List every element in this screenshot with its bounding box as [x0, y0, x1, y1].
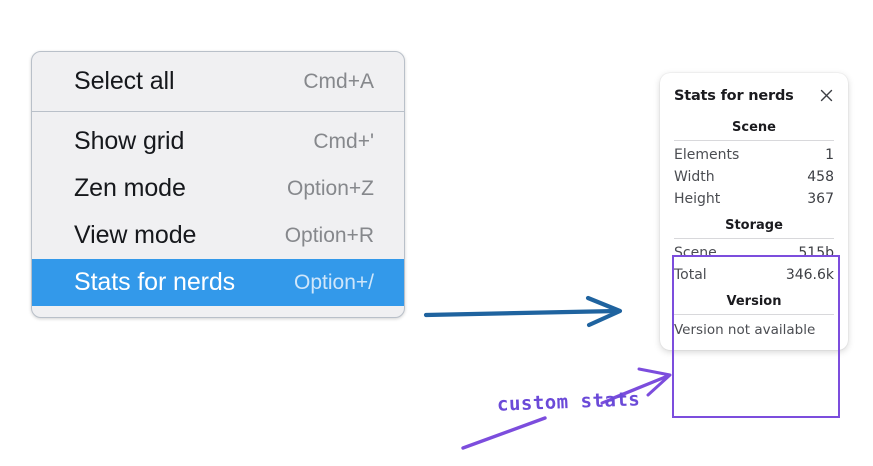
stat-label: Total	[674, 267, 707, 283]
stats-for-nerds-panel: Stats for nerds Scene Elements 1 Width 4…	[660, 73, 848, 350]
table-row: Total 346.6k	[672, 264, 836, 286]
stat-label: Height	[674, 191, 721, 207]
blue-arrow-icon	[423, 295, 623, 328]
menu-item-shortcut: Option+Z	[287, 176, 374, 200]
section-heading-storage: Storage	[725, 218, 783, 233]
section-divider	[674, 140, 834, 141]
stat-label: Scene	[674, 245, 717, 261]
stat-label: Width	[674, 169, 715, 185]
menu-item-label: Zen mode	[74, 174, 186, 202]
menu-group-2: Show grid Cmd+' Zen mode Option+Z View m…	[32, 111, 404, 317]
menu-item-stats-for-nerds[interactable]: Stats for nerds Option+/	[32, 259, 404, 306]
menu-item-select-all[interactable]: Select all Cmd+A	[32, 58, 404, 105]
close-icon[interactable]	[818, 87, 835, 104]
stat-value: 346.6k	[785, 267, 834, 283]
purple-underline-stroke	[461, 416, 547, 450]
stat-value: 458	[807, 169, 834, 185]
menu-item-zen-mode[interactable]: Zen mode Option+Z	[32, 165, 404, 212]
section-heading-version: Version	[726, 294, 782, 309]
stat-value: 367	[807, 191, 834, 207]
version-note: Version not available	[674, 322, 816, 338]
menu-item-label: Show grid	[74, 127, 185, 155]
section-heading-scene: Scene	[732, 120, 776, 135]
menu-item-label: Stats for nerds	[74, 268, 236, 296]
table-row: Scene 515b	[672, 242, 836, 264]
stat-value: 1	[825, 147, 834, 163]
table-row: Width 458	[672, 166, 836, 188]
menu-group-1: Select all Cmd+A	[32, 52, 404, 111]
menu-item-shortcut: Option+/	[294, 270, 374, 294]
menu-item-label: View mode	[74, 221, 197, 249]
menu-item-view-mode[interactable]: View mode Option+R	[32, 212, 404, 259]
page-title: Stats for nerds	[674, 87, 794, 104]
purple-arrow-icon	[600, 367, 672, 405]
table-row: Height 367	[672, 188, 836, 210]
custom-stats-annotation-label: custom stats	[496, 388, 641, 416]
stat-label: Elements	[674, 147, 740, 163]
context-menu[interactable]: Select all Cmd+A Show grid Cmd+' Zen mod…	[31, 51, 405, 318]
menu-item-shortcut: Option+R	[284, 223, 374, 247]
section-divider	[674, 238, 834, 239]
menu-item-label: Select all	[74, 67, 175, 95]
menu-item-shortcut: Cmd+'	[313, 129, 374, 153]
menu-item-shortcut: Cmd+A	[303, 69, 374, 93]
section-divider	[674, 314, 834, 315]
stat-value: 515b	[798, 245, 834, 261]
table-row: Elements 1	[672, 144, 836, 166]
panel-titlebar: Stats for nerds	[672, 87, 836, 104]
menu-item-show-grid[interactable]: Show grid Cmd+'	[32, 118, 404, 165]
